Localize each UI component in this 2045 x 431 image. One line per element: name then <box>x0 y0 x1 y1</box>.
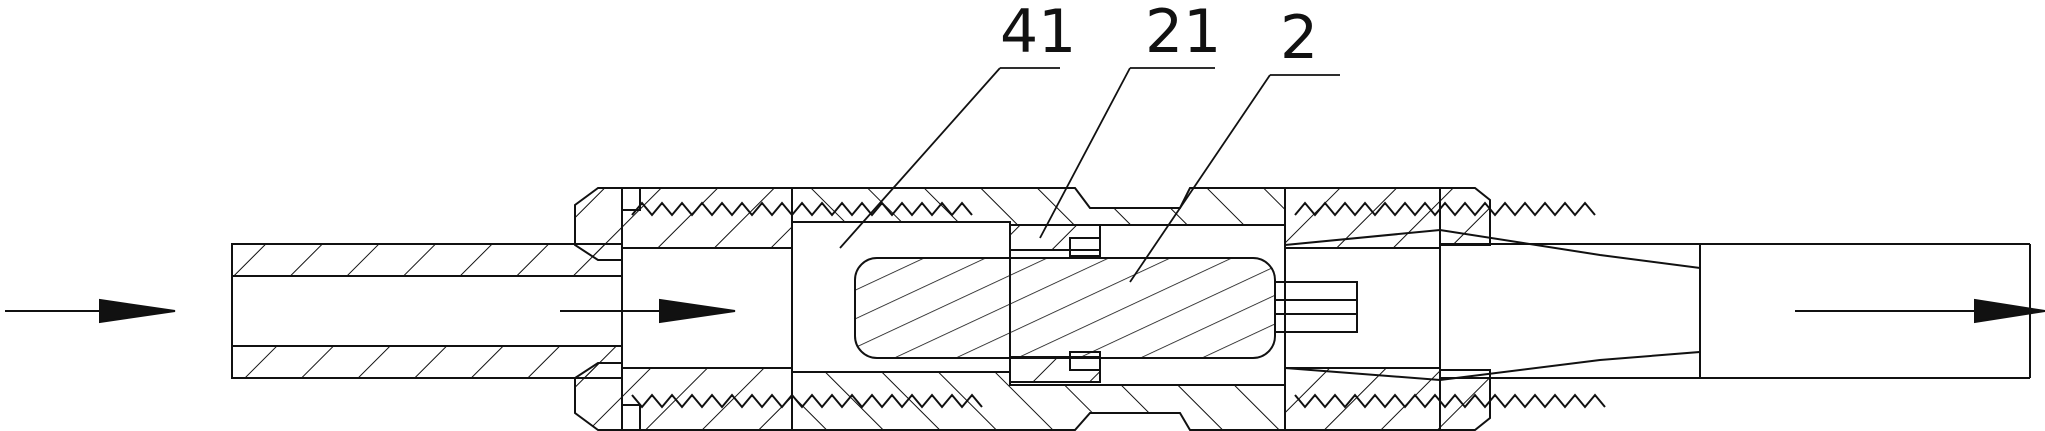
outlet-flow-arrow <box>1795 298 2045 324</box>
inlet-nut <box>574 187 793 431</box>
seal-ring <box>1009 224 1101 383</box>
inlet-tube <box>231 243 623 379</box>
callout-41: 41 <box>1000 0 1076 67</box>
leader-lines <box>839 67 1340 283</box>
outlet-thread-top <box>1294 201 1596 217</box>
callout-2: 2 <box>1280 3 1318 73</box>
internal-flow-arrow <box>560 298 736 324</box>
outlet-nut <box>1284 187 1491 431</box>
valve-core-spring <box>854 257 1276 359</box>
inlet-flow-arrow <box>5 298 176 324</box>
outlet-fitting <box>1284 228 1701 382</box>
callout-21: 21 <box>1145 0 1221 67</box>
valve-pin <box>1274 281 1358 333</box>
outlet-thread-bottom <box>1294 393 1606 409</box>
